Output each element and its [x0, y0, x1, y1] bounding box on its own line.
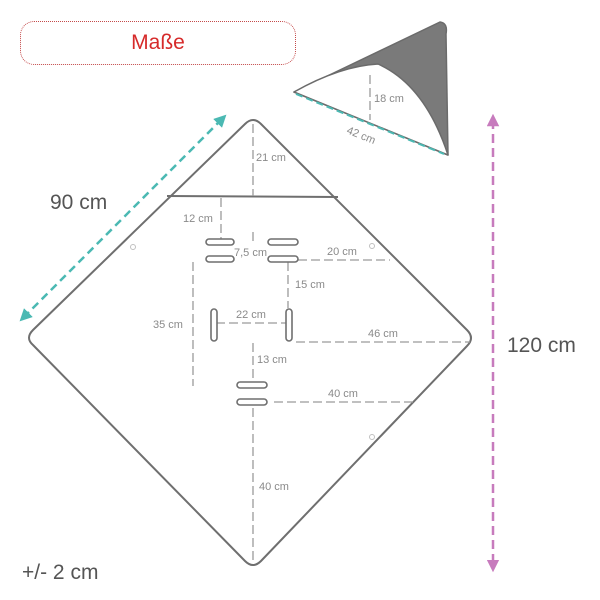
side-slots-span-label: 35 cm: [153, 319, 183, 331]
hood-height-label: 21 cm: [256, 152, 286, 164]
top-offset-label: 12 cm: [183, 213, 213, 225]
slot-low-top: [236, 381, 268, 389]
slot-mid-right: [267, 255, 299, 263]
bottom-length-label: 40 cm: [259, 481, 289, 493]
width-arrow: [19, 114, 227, 322]
slot-side-right: [285, 308, 293, 342]
slot-mid-left: [205, 255, 235, 263]
height-label: 120 cm: [507, 334, 576, 357]
slot-low-bottom: [236, 398, 268, 406]
lower-gap-label: 13 cm: [257, 354, 287, 366]
tolerance-label: +/- 2 cm: [22, 561, 98, 584]
lower-slot-to-edge-label: 40 cm: [328, 388, 358, 400]
hood-sketch: 18 cm 42 cm: [293, 21, 449, 156]
title: Maße: [131, 31, 185, 54]
slot-top-left: [205, 238, 235, 246]
side-slot-to-edge-label: 46 cm: [368, 328, 398, 340]
hood-width-label: 42 cm: [345, 125, 377, 147]
hood-depth-label: 18 cm: [374, 93, 404, 105]
side-slots-gap-label: 22 cm: [236, 309, 266, 321]
slot-length-label: 7,5 cm: [234, 247, 267, 259]
slot-top-right: [267, 238, 299, 246]
width-label: 90 cm: [50, 191, 107, 214]
hood-seam: [166, 195, 339, 198]
slot-side-left: [210, 308, 218, 342]
title-box: Maße: [20, 21, 296, 65]
slot-gap-label: 15 cm: [295, 279, 325, 291]
slot-to-edge-top-label: 20 cm: [327, 246, 357, 258]
